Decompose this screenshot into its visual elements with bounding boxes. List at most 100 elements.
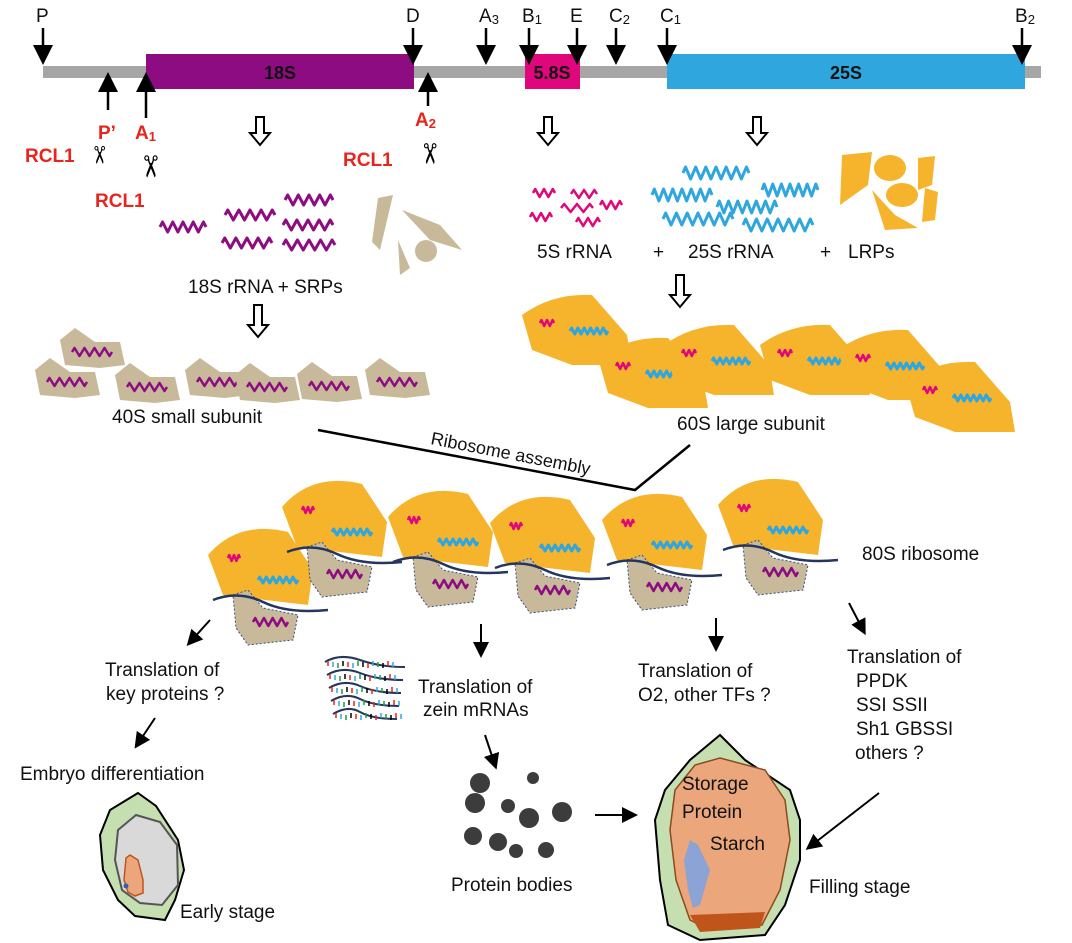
small-subunit-label: 40S small subunit <box>112 407 263 428</box>
ribosome-80s <box>282 480 403 598</box>
rrna-5s-strand <box>528 211 554 223</box>
free-5s-rrna <box>528 187 624 228</box>
cleavage-site-label: A3 <box>479 6 499 27</box>
segment-18s <box>146 54 414 89</box>
rrna-5s-strand <box>226 553 242 563</box>
segment-25s <box>667 54 1025 89</box>
rrna-25s-strand <box>760 182 820 198</box>
rrna-18s-strand <box>281 218 335 232</box>
mrna-strand <box>324 656 406 668</box>
small-subunit <box>60 328 125 368</box>
rrna-18s-strand <box>307 380 351 392</box>
ribosomes-80s <box>208 478 839 646</box>
rrna-5s-strand <box>508 521 524 531</box>
scissors-icon: ✂ <box>132 154 167 179</box>
rrna-5s-strand <box>921 385 939 395</box>
rrna-25s-strand <box>741 217 815 233</box>
early-stage-label: Early stage <box>180 902 275 923</box>
rrna-18s-strand <box>533 584 572 596</box>
rrna-18s-strand <box>158 220 208 234</box>
rrna-18s-strand <box>195 376 239 388</box>
assembly-connector <box>317 428 691 492</box>
seed-storage-label: Storage <box>682 774 749 795</box>
rrna-5s-strand <box>538 318 556 328</box>
ribosome-80s <box>718 478 839 596</box>
rrna-18s-strand <box>45 376 89 388</box>
cleavage-site-label: B2 <box>1015 6 1035 27</box>
small-subunit <box>35 358 100 398</box>
seed-protein-label: Protein <box>682 802 742 823</box>
rrna-18s-strand <box>281 238 337 252</box>
ribosome-80s <box>208 528 329 646</box>
plus-label-1: + <box>653 242 664 263</box>
zein-mrna-stack <box>324 656 406 720</box>
mrna-strand <box>722 544 839 563</box>
small-components-label: 18S rRNA + SRPs <box>188 277 343 298</box>
mrna-strand <box>286 546 403 565</box>
cleavage-site-label: D <box>406 6 420 27</box>
process-arrows <box>245 116 770 339</box>
rrna-25s-strand <box>650 540 694 550</box>
filling-seed <box>653 733 801 942</box>
rrna-5s-strand <box>406 515 422 525</box>
rrna-25s-strand <box>710 356 752 366</box>
mrna-strand <box>332 708 398 720</box>
cleavage-site-label: B1 <box>522 6 542 27</box>
rrna-25s-strand <box>256 575 300 585</box>
hollow-arrow-icon <box>744 116 770 147</box>
large-subunit <box>522 294 632 365</box>
small-subunits <box>35 328 430 403</box>
bottom-cleavage-sites: P’ A1 A2 RCL1 RCL1 RCL1 ✂ ✂ ✂ <box>25 72 446 212</box>
rrna-25s-strand <box>715 199 779 215</box>
segment-25s-label: 25S <box>830 63 862 83</box>
cleavage-site-label: E <box>570 6 583 27</box>
rrna-18s-strand <box>70 346 114 358</box>
protein-bodies-label: Protein bodies <box>451 875 572 896</box>
rrna-5s-strand <box>680 348 698 358</box>
rrna-25s-strand <box>568 326 610 336</box>
mrna-strand <box>606 559 723 578</box>
cleavage-site-label: P <box>36 6 49 27</box>
rrna-18s-strand <box>761 566 800 578</box>
mrna-strand <box>494 562 611 581</box>
mrna-strand <box>212 594 329 613</box>
hollow-arrow-icon <box>247 116 273 147</box>
rrna-18s-strand <box>125 381 169 393</box>
rrna-18s-strand <box>431 578 470 590</box>
rrna-25s-strand <box>661 211 735 227</box>
assembly-label: Ribosome assembly <box>429 428 592 479</box>
site-p-prime-label: P’ <box>98 123 116 144</box>
plus-label-2: + <box>820 242 831 263</box>
rrna-25s-strand <box>330 527 374 537</box>
small-subunit <box>115 363 180 403</box>
seed-starch-label: Starch <box>710 834 765 855</box>
rrna-5s-strand <box>598 199 624 211</box>
early-seed <box>98 791 186 922</box>
small-subunit <box>235 363 300 403</box>
segment-18s-label: 18S <box>264 63 296 83</box>
rrna-5s-strand <box>300 505 316 515</box>
free-18s-rrna <box>158 193 337 252</box>
rrna-5s-strand <box>531 187 557 199</box>
rrna-25s-strand <box>951 393 993 403</box>
filling-stage-label: Filling stage <box>809 877 910 898</box>
free-25s-rrna <box>650 165 820 233</box>
large-subunit-label: 60S large subunit <box>677 414 826 435</box>
large-subunit <box>905 361 1015 432</box>
rcl1-label-p-prime: RCL1 <box>25 146 75 167</box>
rrna-18s-strand <box>325 568 364 580</box>
large-lrps-label: LRPs <box>848 242 894 263</box>
rrna-25s-strand <box>436 537 480 547</box>
large-ribosomal-proteins <box>840 152 938 230</box>
rrna-5s-strand <box>776 348 794 358</box>
hollow-arrow-icon <box>667 274 693 309</box>
mrna-strand <box>326 669 404 681</box>
rrna-18s-strand <box>251 616 290 628</box>
large-25s-label: 25S rRNA <box>688 242 774 263</box>
